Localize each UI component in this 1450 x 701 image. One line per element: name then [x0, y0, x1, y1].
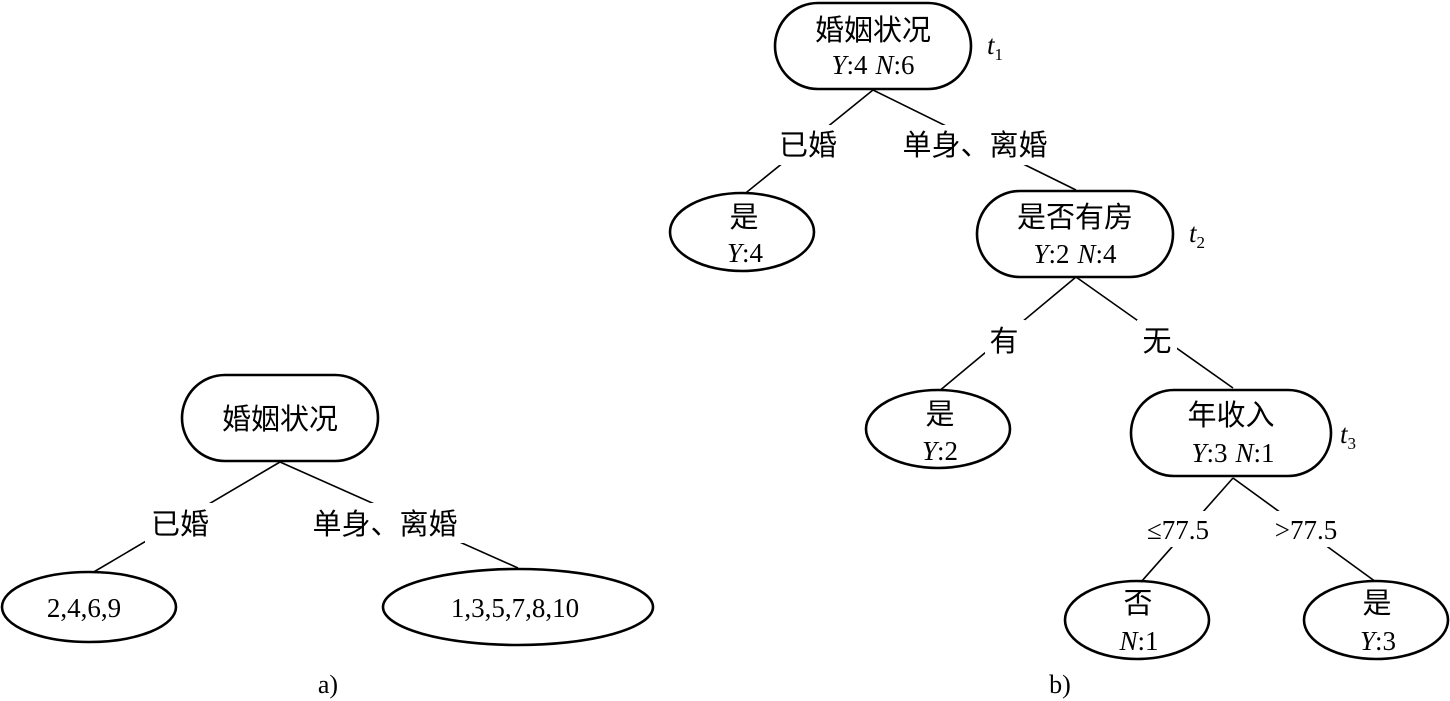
caption-b: b) — [1049, 670, 1071, 699]
edge-label-mask — [1262, 511, 1352, 547]
leaf-b-married-label: 是 — [729, 200, 758, 234]
node-t1 — [773, 1, 973, 91]
edge-label-single-divorced: 单身、离婚 — [312, 507, 457, 541]
leaf-b-income-le — [1063, 579, 1211, 661]
caption-a: a) — [318, 670, 338, 699]
leaf-b-income-le-counts: N:1 — [1118, 626, 1158, 656]
leaf-b-has-house-counts: Y:2 — [922, 436, 958, 466]
leaf-a-right-label: 1,3,5,7,8,10 — [451, 593, 579, 623]
edge-label-mask — [890, 125, 1060, 165]
node-t2 — [975, 189, 1175, 279]
edge-label-mask — [145, 503, 215, 543]
node-t1-label: 婚姻状况 — [815, 13, 931, 47]
edge-label-no-house: 无 — [1142, 324, 1171, 358]
edge-label-mask — [773, 125, 843, 165]
leaf-b-married — [668, 191, 816, 273]
node-t3-label: 年收入 — [1187, 398, 1274, 432]
leaf-a-left-label: 2,4,6,9 — [47, 593, 121, 623]
edge-label-mask — [300, 503, 470, 543]
edge-label-has-house: 有 — [989, 324, 1018, 358]
leaf-b-has-house — [864, 388, 1012, 470]
leaf-a-left — [0, 570, 178, 644]
edge-label-income-gt: >77.5 — [1275, 515, 1337, 545]
leaf-b-income-gt — [1302, 579, 1450, 661]
edge-label-single-divorced: 单身、离婚 — [902, 128, 1047, 162]
leaf-b-married-counts: Y:4 — [727, 238, 764, 268]
edge-label-income-le: ≤77.5 — [1147, 515, 1209, 545]
node-t3-tag: t3 — [1340, 419, 1356, 453]
leaf-b-income-gt-label: 是 — [1362, 586, 1391, 620]
node-a-root — [180, 373, 380, 463]
node-t3 — [1129, 388, 1333, 478]
leaf-a-right — [381, 567, 655, 647]
edge-label-married: 已婚 — [151, 507, 209, 541]
diagram-a: 已婚 单身、离婚 婚姻状况 2,4,6,9 1,3,5,7,8,10 a) — [0, 373, 655, 699]
leaf-b-income-le-label: 否 — [1123, 586, 1152, 620]
edge-label-married: 已婚 — [779, 128, 837, 162]
leaf-b-has-house-label: 是 — [925, 397, 954, 431]
node-a-root-label: 婚姻状况 — [222, 402, 338, 436]
edge-label-mask — [1132, 511, 1226, 547]
node-t2-label: 是否有房 — [1017, 200, 1133, 234]
node-t1-tag: t1 — [987, 30, 1003, 64]
node-t2-tag: t2 — [1189, 218, 1205, 252]
edge-label-mask — [985, 320, 1025, 360]
edge-label-mask — [1137, 320, 1177, 360]
leaf-b-income-gt-counts: Y:3 — [1360, 626, 1396, 656]
